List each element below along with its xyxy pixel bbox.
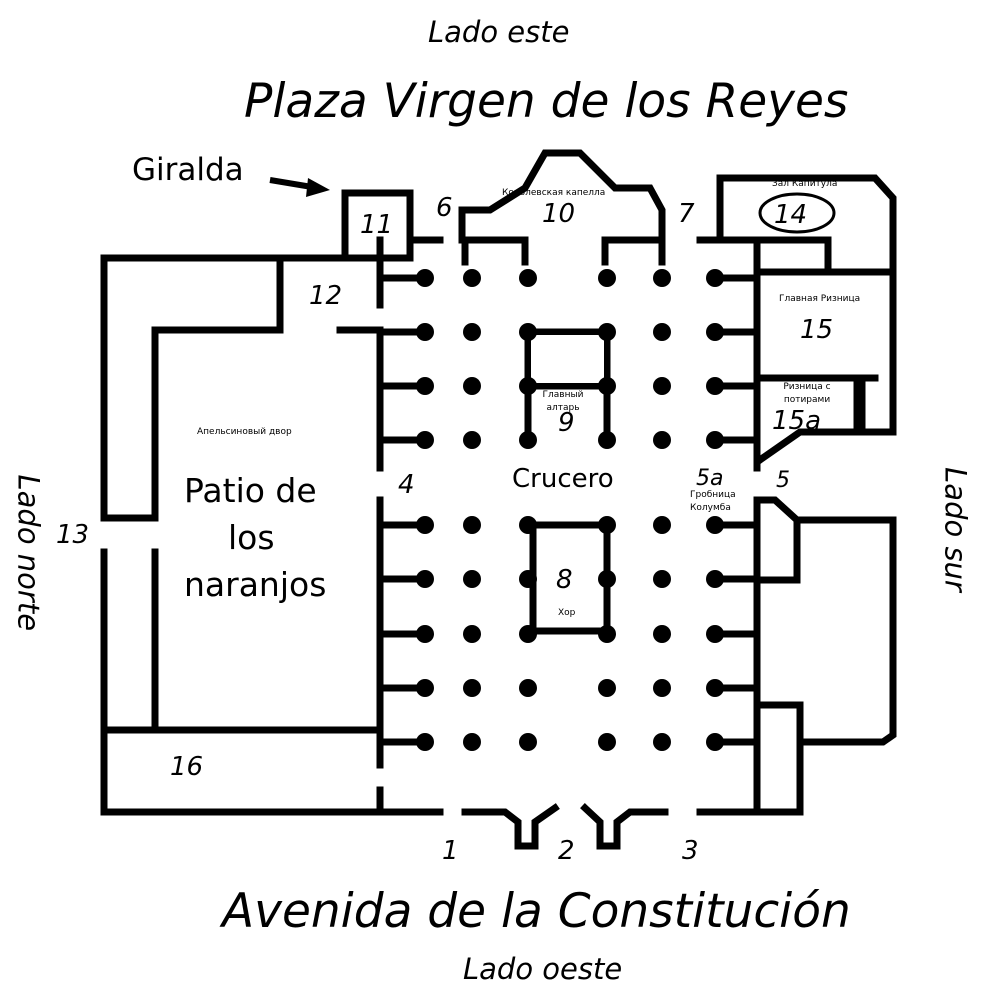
columbus-tomb-ru-line1: Гробница [690,490,736,500]
label-15: 15 [800,315,834,345]
label-14: 14 [774,200,808,230]
label-4: 4 [398,470,415,500]
label-5a: 5a [696,466,724,491]
room-14-highlight [758,192,836,234]
sacristy-wall [753,236,861,469]
label-6: 6 [436,193,453,223]
label-7: 7 [678,199,695,229]
east-side-label: Lado este [428,15,570,49]
giralda-label: Giralda [132,152,244,188]
east-aisle-stubs [711,274,761,746]
chapter-hall-inner [753,236,897,276]
north-wall-lower [100,548,344,816]
giralda-arrow-icon [269,177,330,197]
chalice-sacristy-ru-line1: Ризница с [783,382,831,392]
patio-label-line1: Patio de [184,471,317,510]
choir-ru-label: Хор [558,608,576,618]
patio-ru-label: Апельсиновый двор [197,427,292,437]
street-bottom-title: Avenida de la Constitución [222,884,851,939]
street-top-title: Plaza Virgen de los Reyes [244,74,849,129]
giralda-tower [341,189,414,262]
label-15a: 15a [772,406,822,436]
patio-inner-wall [151,326,282,522]
label-8: 8 [556,565,573,595]
west-side-label: Lado oeste [463,952,623,986]
main-altar-ru-line2: алтарь [546,403,580,413]
label-16: 16 [170,752,204,782]
label-13: 13 [56,520,90,550]
patio-label-line2: los [228,518,275,557]
south-block-wall [753,496,897,816]
west-front-wall [336,803,761,850]
chapter-hall-wall [716,174,897,436]
south-side-label: Lado sur [938,467,973,592]
label-2: 2 [558,836,575,866]
crucero-label: Crucero [512,464,614,494]
label-3: 3 [682,836,699,866]
label-9: 9 [558,408,575,438]
column-rows [416,269,724,751]
label-5: 5 [776,468,790,493]
north-side-label: Lado norte [11,474,46,632]
royal-chapel-wall [458,149,666,266]
label-10: 10 [542,199,576,229]
north-wall-left [100,254,159,522]
label-1: 1 [442,836,459,866]
main-altar-ru-line1: Главный [542,390,584,400]
west-aisle-stubs [376,274,429,746]
columbus-tomb-ru-line2: Колумба [690,503,731,513]
label-11: 11 [360,210,394,240]
chapter-hall-ru-label: Зал Капитула [772,179,838,189]
royal-chapel-ru-label: Королевская капелла [502,188,606,198]
chalice-sacristy-ru-line2: потирами [783,395,831,405]
main-sacristy-ru-label: Главная Ризница [779,294,861,304]
label-12: 12 [309,281,343,311]
patio-label-line3: naranjos [184,565,327,604]
